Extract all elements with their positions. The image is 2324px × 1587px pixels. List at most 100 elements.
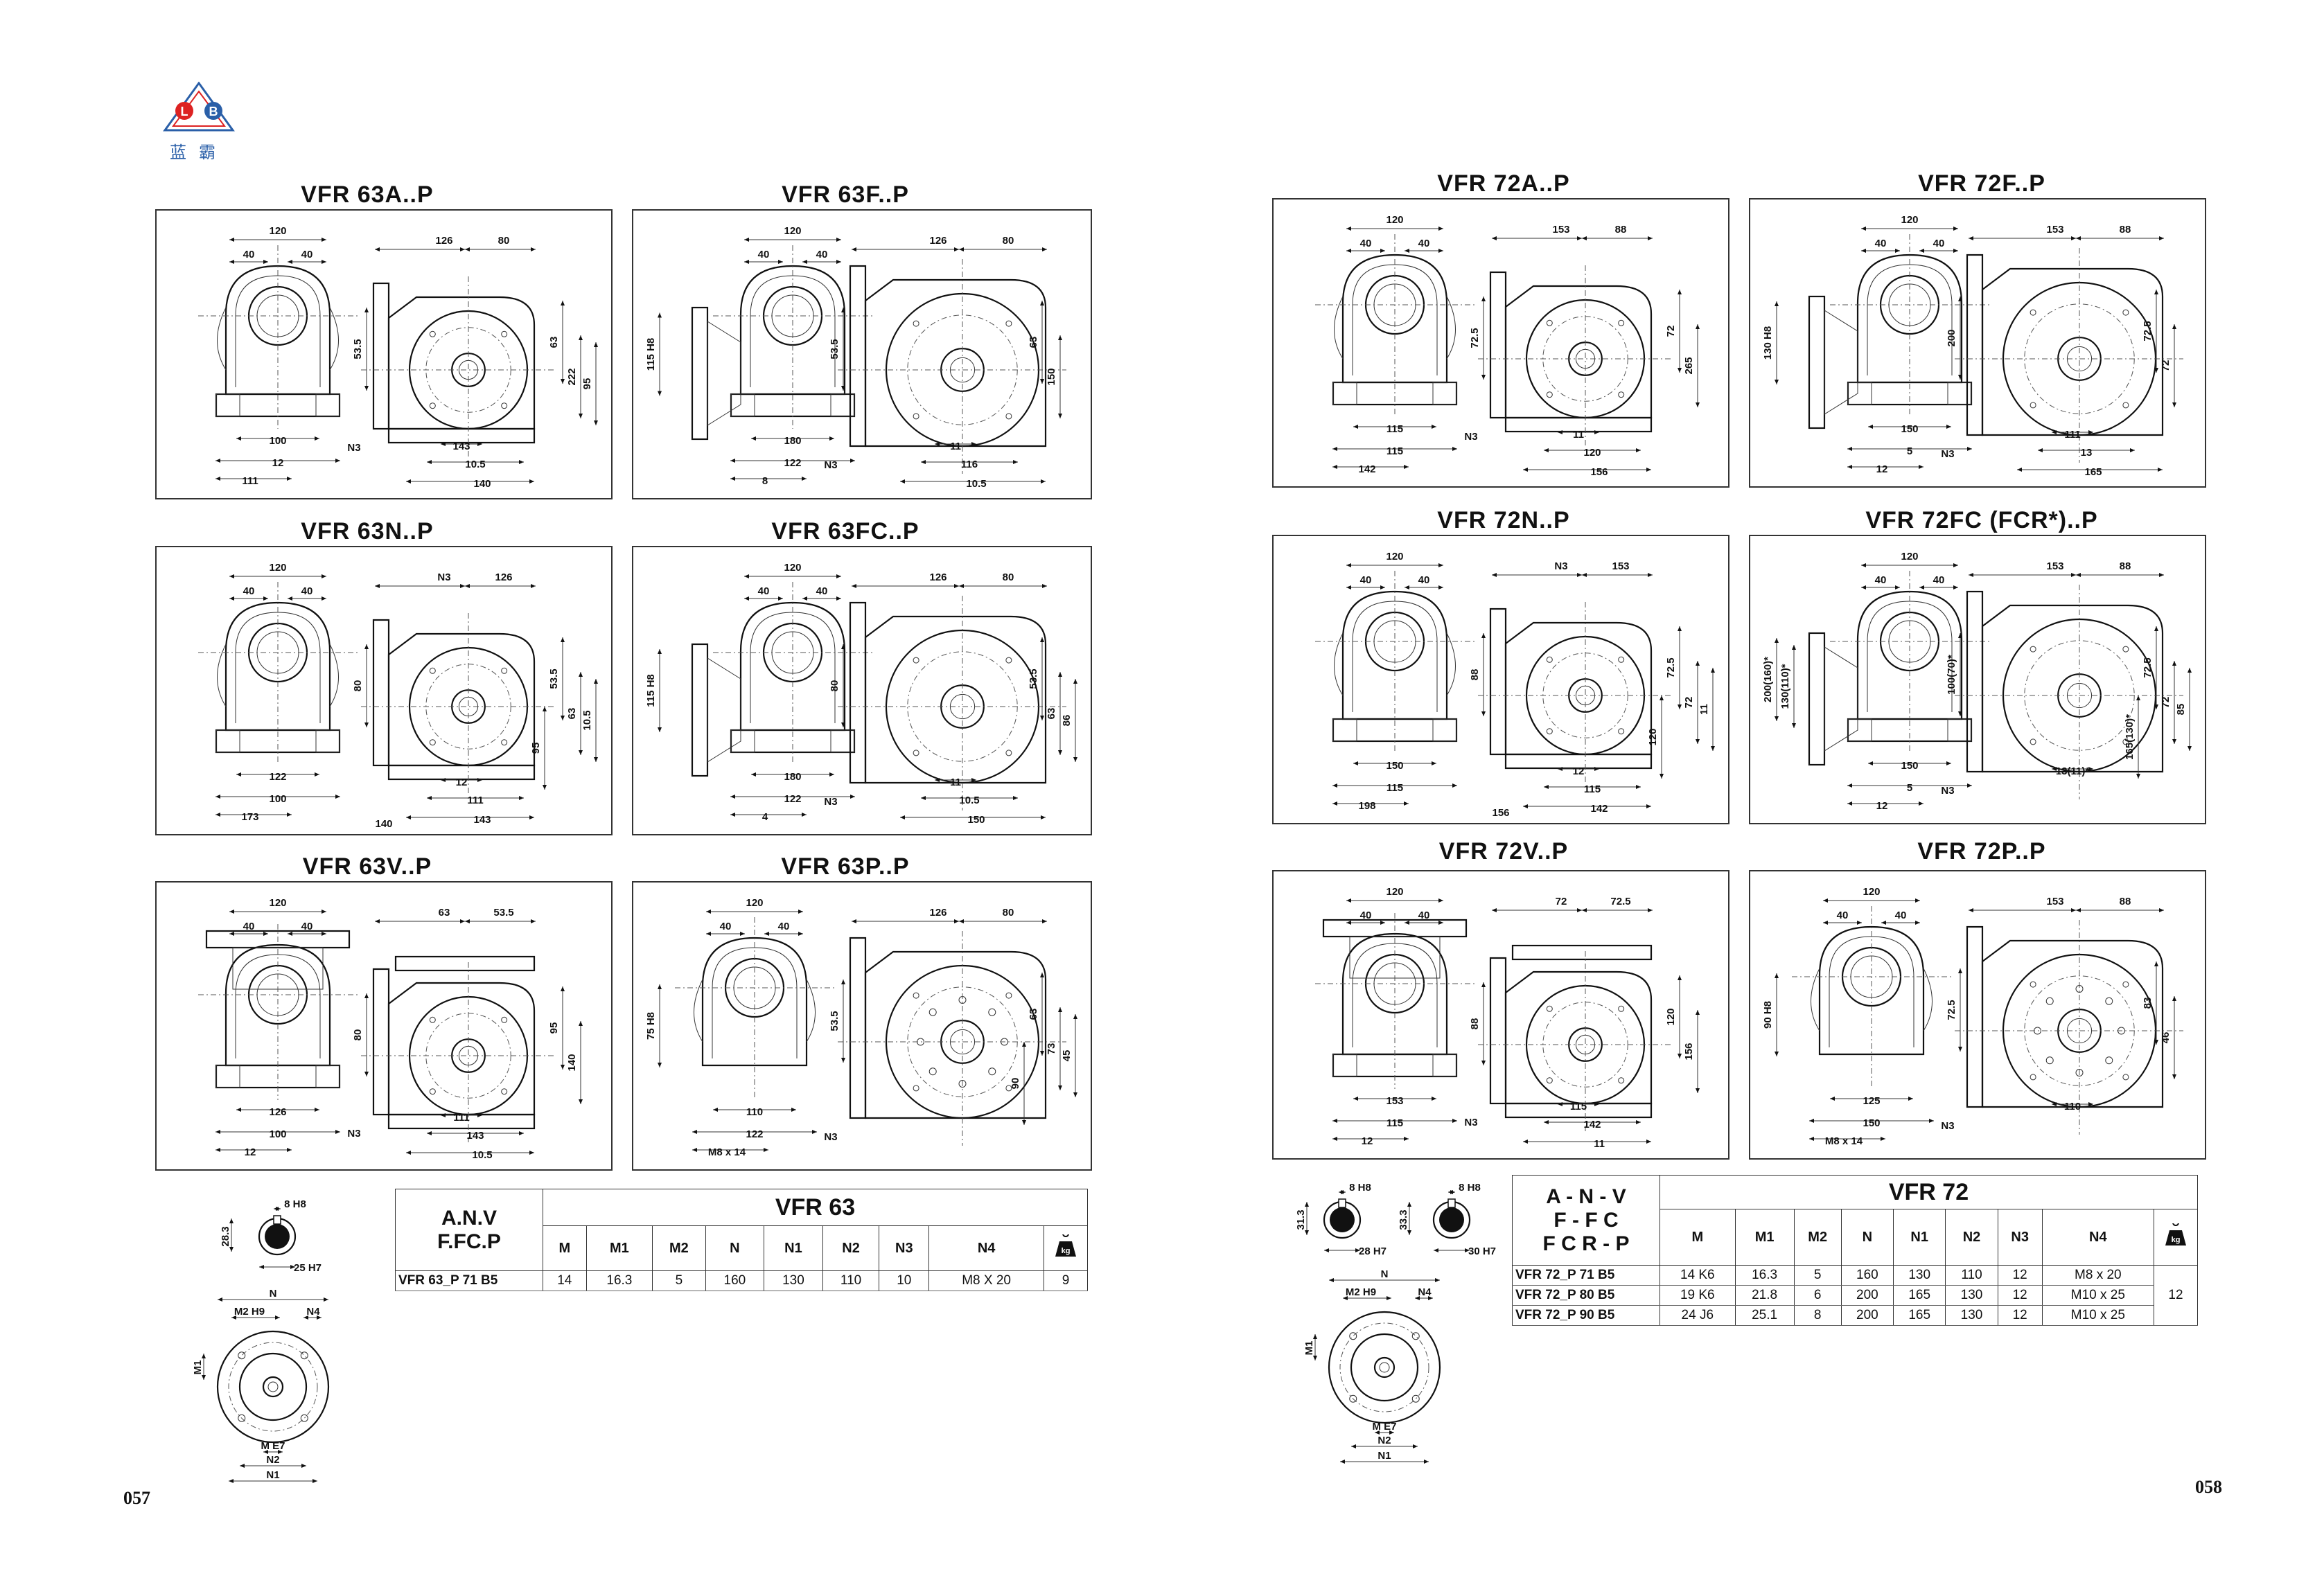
type-label-line: F.FC.P xyxy=(437,1230,501,1253)
dimension-label: 63 xyxy=(1046,708,1057,720)
dimension-label: 150 xyxy=(1386,760,1403,772)
table-cell: 165 xyxy=(1893,1285,1946,1306)
row-label: VFR 72_P 80 B5 xyxy=(1512,1285,1660,1306)
dimension-label: 40 xyxy=(301,585,313,597)
dimension-label: N4 xyxy=(1418,1286,1432,1298)
dimension-label: 111 xyxy=(467,795,483,806)
dimension-label: 165 xyxy=(2084,466,2102,478)
column-header: M2 xyxy=(652,1225,706,1271)
dimension-label: 12 xyxy=(1362,1135,1373,1147)
dimension-label: 120 xyxy=(1863,886,1880,898)
shaft-icon: 8 H8 28.3 25 H7 xyxy=(222,1198,322,1274)
dimension-label: 126 xyxy=(929,907,947,919)
dimension-label: 150 xyxy=(967,814,985,826)
dimension-label: 40 xyxy=(816,249,828,260)
panel-title: VFR 72F..P xyxy=(1918,170,2045,197)
dimension-label: 265 xyxy=(1683,357,1695,374)
spec-table-vfr63: A.N.V F.FC.P VFR 63 M M1 M2 N N1 N2 N3 N… xyxy=(395,1189,1088,1291)
dimension-label: 25 H7 xyxy=(294,1262,322,1274)
table-cell: 16.3 xyxy=(586,1270,653,1291)
dimension-label: 90 H8 xyxy=(1762,1001,1774,1029)
dimension-label: 142 xyxy=(1583,1119,1601,1131)
panel-title: VFR 63N..P xyxy=(301,518,434,544)
dimension-label: N3 xyxy=(824,459,837,471)
dimension-label: M E7 xyxy=(1372,1421,1396,1433)
dimension-label: N3 xyxy=(347,1128,360,1140)
dimension-label: M8 x 14 xyxy=(708,1146,746,1158)
column-header: N3 xyxy=(1997,1209,2043,1266)
dimension-label: 173 xyxy=(241,811,258,823)
type-label-line: F - F C xyxy=(1553,1208,1619,1232)
dimension-label: 88 xyxy=(2120,224,2131,236)
dimension-label: 150 xyxy=(1046,368,1057,385)
dimension-label: 120 xyxy=(1665,1008,1677,1025)
panel-title: VFR 72N..P xyxy=(1437,507,1570,533)
dimension-label: N3 xyxy=(824,796,837,808)
dimension-label: 40 xyxy=(758,249,770,260)
panel-title: VFR 63A..P xyxy=(301,181,434,208)
dimension-label: 122 xyxy=(269,771,286,783)
table-cell: 130 xyxy=(1945,1305,1998,1326)
dimension-label: 40 xyxy=(1875,238,1887,249)
dimension-label: 72.5 xyxy=(2142,321,2154,341)
dimension-label: 11 xyxy=(950,777,961,788)
dimension-label: 5 xyxy=(1907,782,1912,794)
dimension-label: 40 xyxy=(720,921,732,932)
dimension-label: 150 xyxy=(1863,1117,1880,1129)
dimension-label: 115 xyxy=(1387,423,1403,435)
weight-kg-icon: kg xyxy=(2165,1223,2186,1245)
dimension-label: N3 xyxy=(1464,431,1477,443)
table-cell: 110 xyxy=(822,1270,880,1291)
page-number-right: 058 xyxy=(2195,1477,2222,1497)
dimension-label: 72.5 xyxy=(1610,896,1630,907)
dimension-label: 95 xyxy=(548,1022,560,1034)
dimension-label: 126 xyxy=(495,571,512,583)
dimension-label: 40 xyxy=(1418,574,1430,586)
dimension-label: 11 xyxy=(1573,429,1584,441)
dimension-label: N3 xyxy=(1941,1120,1954,1132)
dimension-label: N3 xyxy=(347,442,360,454)
dimension-label: 130 H8 xyxy=(1762,326,1774,360)
table-cell: 21.8 xyxy=(1734,1285,1795,1306)
table-cell: 8 xyxy=(1793,1305,1842,1326)
dimension-label: 12 xyxy=(1876,463,1888,475)
dimension-label: 72.5 xyxy=(1665,657,1677,677)
dimension-label: 90 xyxy=(1010,1078,1021,1090)
dimension-label: 8 H8 xyxy=(1459,1182,1481,1194)
dimension-label: 33.3 xyxy=(1400,1209,1409,1230)
dimension-label: 200(160)* xyxy=(1762,657,1774,702)
dimension-label: 8 H8 xyxy=(284,1198,306,1210)
dimension-label: 122 xyxy=(784,793,801,805)
dimension-label: 143 xyxy=(466,1130,484,1142)
dimension-label: 100 xyxy=(269,1128,286,1140)
dimension-label: 13(11)* xyxy=(2056,765,2090,777)
dimension-label: 80 xyxy=(352,1029,364,1041)
dimension-label: 115 xyxy=(1570,1101,1587,1112)
dimension-label: 53.5 xyxy=(829,1011,840,1031)
column-header: N xyxy=(1840,1209,1894,1266)
weight-cell: 12 xyxy=(2154,1265,2198,1326)
dimension-label: 80 xyxy=(1003,235,1014,247)
dimension-label: 100(70)* xyxy=(1946,655,1957,695)
dimension-label: 40 xyxy=(301,921,313,932)
type-label-line: A - N - V xyxy=(1546,1185,1626,1208)
dimension-label: 153 xyxy=(1612,560,1629,572)
dimension-label: 73 xyxy=(1046,1043,1057,1055)
svg-text:B: B xyxy=(209,105,218,118)
dimension-label: 80 xyxy=(1003,571,1014,583)
dimension-label: 198 xyxy=(1358,800,1375,812)
type-label-cell: A - N - V F - F C F C R - P xyxy=(1512,1175,1660,1266)
dimension-label: 40 xyxy=(816,585,828,597)
dimension-label: N xyxy=(1381,1270,1389,1280)
column-header: N1 xyxy=(764,1225,823,1271)
dimension-label: 11 xyxy=(1698,704,1710,715)
dimension-label: 28.3 xyxy=(222,1226,231,1246)
dimension-label: 12 xyxy=(456,777,468,788)
page-number-left: 057 xyxy=(123,1488,150,1508)
dimension-label: 156 xyxy=(1492,807,1509,819)
